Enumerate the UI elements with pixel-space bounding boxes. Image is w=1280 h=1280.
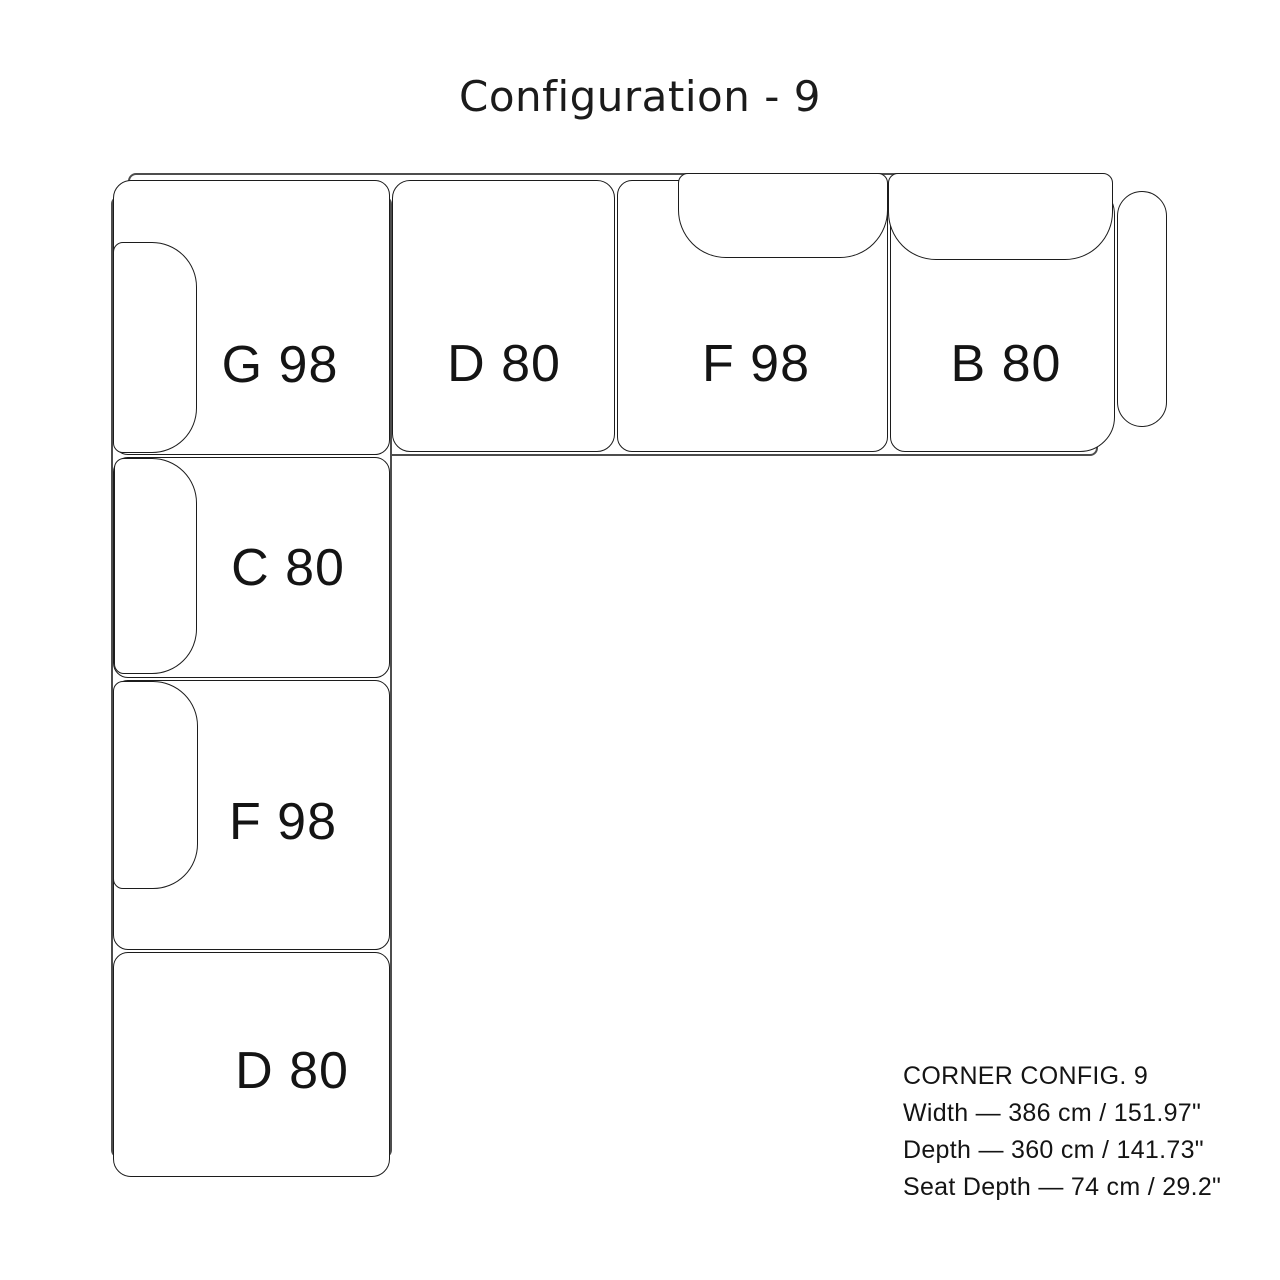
dimension-depth: Depth — 360 cm / 141.73"	[903, 1136, 1204, 1164]
module-label-d80-top: D 80	[447, 335, 561, 393]
dimension-width: Width — 386 cm / 151.97"	[903, 1099, 1202, 1127]
armrest-right-icon	[1117, 191, 1167, 427]
module-label-f98-left: F 98	[228, 793, 338, 851]
back-cushion-c80-icon	[114, 458, 197, 674]
dimension-seat-depth: Seat Depth — 74 cm / 29.2"	[903, 1173, 1222, 1201]
module-label-b80: B 80	[950, 335, 1062, 393]
module-label-g98: G 98	[221, 336, 339, 394]
back-cushion-f98-top-icon	[678, 173, 888, 258]
module-label-d80-bottom: D 80	[235, 1042, 349, 1100]
dimensions-heading: CORNER CONFIG. 9	[903, 1062, 1149, 1090]
dimensions-block: CORNER CONFIG. 9 Width — 386 cm / 151.97…	[903, 1058, 1221, 1206]
page-title: Configuration - 9	[459, 72, 821, 121]
module-label-c80: C 80	[231, 539, 345, 597]
module-d80-bottom	[113, 952, 390, 1177]
back-cushion-b80-icon	[888, 173, 1113, 260]
back-cushion-g98-icon	[113, 242, 197, 453]
module-label-f98-top: F 98	[701, 335, 811, 393]
back-cushion-f98-left-icon	[113, 681, 198, 889]
module-d80-top	[392, 180, 615, 452]
